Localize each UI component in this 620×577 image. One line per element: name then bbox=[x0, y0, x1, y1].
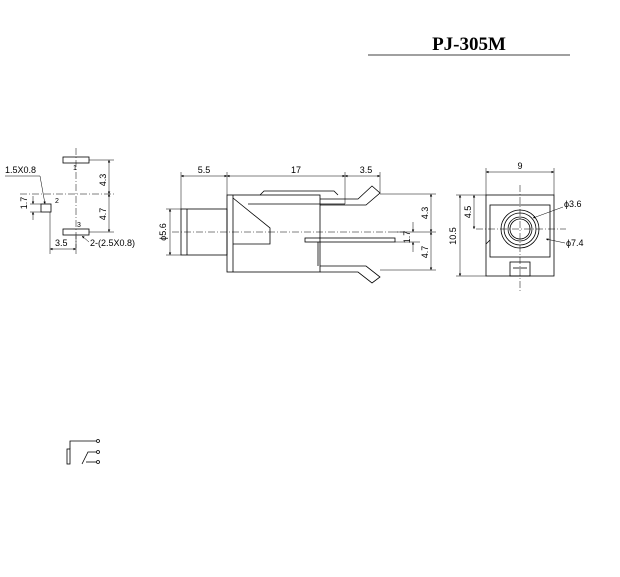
leader-line bbox=[39, 175, 46, 205]
sleeve-contact bbox=[66, 448, 71, 465]
dim-height-label: 10.5 bbox=[448, 227, 458, 245]
leader-line bbox=[81, 235, 90, 243]
spring-contact-top bbox=[320, 185, 381, 206]
pin-label-1: 1 bbox=[73, 165, 77, 172]
pad-size-label: 1.5X0.8 bbox=[5, 165, 36, 175]
schematic-symbol bbox=[66, 439, 100, 465]
dim-diameter-label: ϕ5.6 bbox=[158, 223, 168, 241]
dim-nose-label: 5.5 bbox=[198, 165, 211, 175]
inner-contact bbox=[232, 197, 271, 245]
dim-tab-label: 3.5 bbox=[360, 165, 373, 175]
dim-top-label: 4.3 bbox=[420, 207, 430, 220]
dim-bottom-label: 4.7 bbox=[98, 208, 108, 221]
dim-inner-dia-label: ϕ3.6 bbox=[564, 199, 582, 209]
inner-bore bbox=[507, 216, 533, 242]
terminal-1 bbox=[96, 439, 100, 443]
spring-contact-bottom bbox=[320, 265, 381, 284]
dim-top-label: 4.3 bbox=[98, 174, 108, 187]
terminal-3 bbox=[96, 460, 100, 464]
dim-pitch-label: 1.7 bbox=[402, 231, 412, 244]
title-block: PJ-305M bbox=[368, 34, 570, 56]
middle-pin bbox=[304, 237, 396, 243]
pin-label-3: 3 bbox=[77, 222, 81, 229]
slot-size-label: 2-(2.5X0.8) bbox=[90, 238, 135, 248]
pcb-pad-view: 1 2 3 4.3 4.7 1.5X0.8 1.7 3.5 2-(2.5X0.8… bbox=[5, 148, 135, 254]
jack-body bbox=[226, 194, 321, 273]
offset-label: 3.5 bbox=[55, 238, 68, 248]
front-chamfer bbox=[485, 239, 491, 245]
top-tab bbox=[259, 190, 339, 196]
leader-inner-diameter bbox=[532, 206, 564, 219]
front-view: 9 10.5 4.5 ϕ3.6 ϕ7.4 bbox=[448, 161, 584, 292]
part-number-title: PJ-305M bbox=[432, 34, 506, 55]
dim-outer-dia-label: ϕ7.4 bbox=[566, 238, 584, 248]
dim-center-label: 4.5 bbox=[463, 206, 473, 219]
dim-bottom-label: 4.7 bbox=[420, 246, 430, 259]
pin-label-2: 2 bbox=[55, 198, 59, 205]
leader-outer-diameter bbox=[545, 238, 566, 244]
bore-ring bbox=[503, 212, 537, 246]
wire-1 bbox=[69, 440, 96, 449]
pitch-x-label: 1.7 bbox=[19, 197, 29, 210]
dim-width-label: 9 bbox=[517, 161, 522, 171]
side-view: 5.5 17 3.5 ϕ5.6 4.3 1.7 4.7 bbox=[158, 165, 436, 284]
dim-body-label: 17 bbox=[291, 165, 301, 175]
terminal-2 bbox=[96, 450, 100, 454]
pad-2 bbox=[40, 203, 52, 213]
wire-2 bbox=[81, 451, 96, 465]
